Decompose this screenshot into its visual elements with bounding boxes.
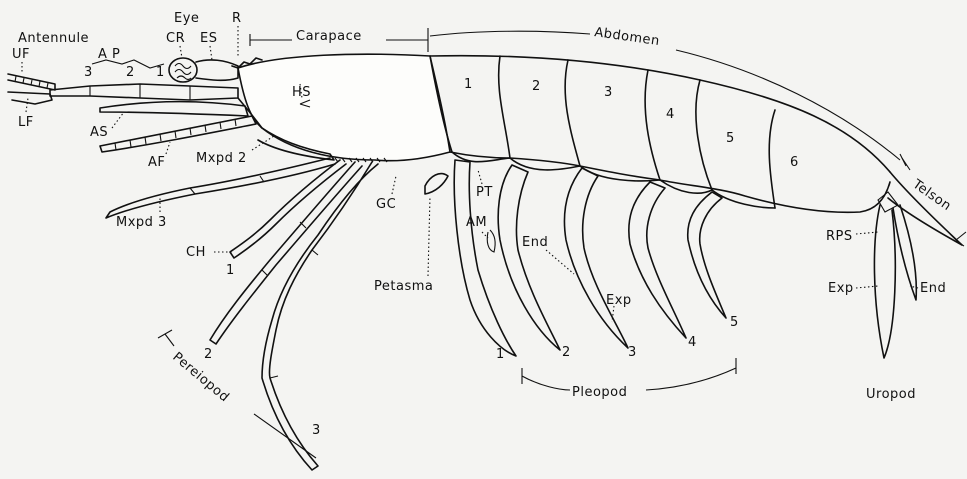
pt-pointer — [478, 170, 482, 184]
label-ch: CH — [186, 245, 206, 260]
pleopod-number-3: 3 — [628, 345, 637, 360]
lf-pointer — [26, 98, 28, 112]
label-ap-3: 3 — [84, 65, 93, 80]
pereiopod-bracket — [158, 330, 316, 458]
segment-number-2: 2 — [532, 79, 541, 94]
leader-lines — [22, 26, 966, 458]
label-mxpd3: Mxpd 3 — [116, 215, 167, 230]
label-pereiopod: Pereiopod — [169, 350, 231, 406]
uropod-exopod — [874, 205, 895, 358]
antennule-lower-flagellum — [8, 92, 52, 104]
pereiopod-number-3: 3 — [312, 423, 321, 438]
label-abdomen: Abdomen — [593, 25, 660, 49]
label-lf: LF — [18, 115, 34, 130]
segment-number-6: 6 — [790, 155, 799, 170]
eye-cornea — [169, 58, 197, 82]
label-telson: Telson — [909, 176, 954, 214]
label-es: ES — [200, 31, 217, 46]
segment-number-3: 3 — [604, 85, 613, 100]
label-exp-pleopod: Exp — [606, 293, 632, 308]
label-eye: Eye — [174, 11, 199, 26]
antenna-flagellum — [100, 116, 256, 152]
pleopod-2 — [498, 165, 560, 350]
antennule-peduncle — [50, 84, 238, 100]
cornea-pattern — [175, 64, 191, 80]
antenna-flagellum-rings — [115, 119, 236, 150]
pereiopod-number-2: 2 — [204, 347, 213, 362]
label-uf: UF — [12, 47, 30, 62]
label-pleopod: Pleopod — [572, 385, 627, 400]
label-mxpd2: Mxpd 2 — [196, 151, 247, 166]
pleopod-2-appendix — [487, 230, 495, 252]
pleopod-number-4: 4 — [688, 335, 697, 350]
abdomen-ventral-line — [450, 152, 890, 212]
gc-pointer — [392, 176, 396, 194]
maxilliped-3 — [106, 158, 335, 218]
label-petasma: Petasma — [374, 279, 433, 294]
petasma-pointer — [428, 196, 430, 276]
af-pointer — [166, 142, 170, 154]
pereiopods — [210, 158, 387, 470]
pleopod-number-2: 2 — [562, 345, 571, 360]
pleopod-3 — [564, 168, 628, 348]
label-carapace: Carapace — [296, 29, 362, 44]
label-ap: A P — [98, 47, 120, 62]
carapace-outline — [238, 54, 450, 161]
mxpd2-pointer — [252, 136, 274, 150]
pleopod-4 — [629, 182, 686, 338]
segment-number-4: 4 — [666, 107, 675, 122]
label-af: AF — [148, 155, 165, 170]
pleopod-number-5: 5 — [730, 315, 739, 330]
label-exp-uropod: Exp — [828, 281, 854, 296]
label-gc: GC — [376, 197, 396, 212]
antennule-peduncle-joints — [90, 84, 190, 100]
pleura — [452, 152, 775, 208]
label-ap-2: 2 — [126, 65, 135, 80]
pleopod-bracket — [522, 358, 736, 390]
label-r: R — [232, 11, 242, 26]
abdomen-bracket — [430, 31, 906, 166]
uropod-protopod — [878, 192, 898, 212]
label-cr: CR — [166, 31, 185, 46]
label-end-uropod: End — [920, 281, 946, 296]
petasma-shape — [425, 174, 448, 194]
pereiopod-2 — [210, 162, 362, 344]
label-end-pleopod: End — [522, 235, 548, 250]
label-am: AM — [466, 215, 487, 230]
uropod-endopod — [893, 205, 916, 300]
label-rps: RPS — [826, 229, 853, 244]
as-pointer — [112, 112, 124, 128]
eye-stalk — [196, 60, 238, 80]
maxilliped-3-joints — [190, 176, 264, 194]
label-uropod: Uropod — [866, 387, 916, 402]
label-ap-1: 1 — [156, 65, 165, 80]
label-antennule: Antennule — [18, 31, 89, 46]
label-as: AS — [90, 125, 108, 140]
pleopods — [454, 160, 726, 356]
label-pt: PT — [476, 185, 493, 200]
pereiopod-number-1: 1 — [226, 263, 235, 278]
pleopod-5 — [688, 192, 726, 318]
pleopod-number-1: 1 — [496, 347, 505, 362]
segment-number-5: 5 — [726, 131, 735, 146]
segment-number-1: 1 — [464, 77, 473, 92]
pereiopod-1 — [230, 160, 346, 258]
head-appendages — [8, 58, 262, 152]
rps-pointer — [856, 232, 878, 234]
labels: Antennule Eye UF LF A P 3 2 1 CR ES R Ca… — [12, 11, 954, 438]
